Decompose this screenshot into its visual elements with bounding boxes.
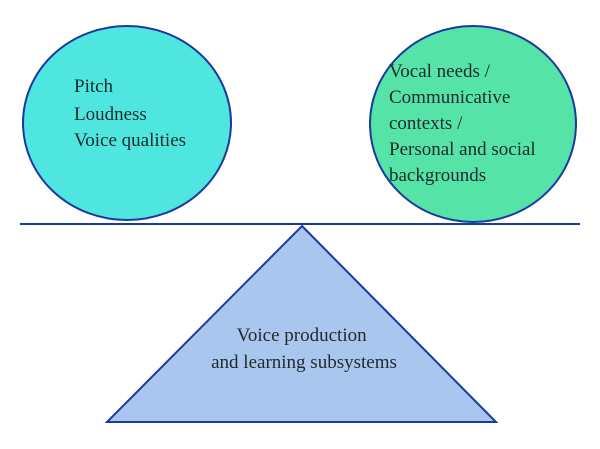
left-circle-line: Voice qualities: [74, 130, 186, 151]
right-circle-line: Communicative: [389, 87, 510, 108]
left-circle-line: Loudness: [74, 104, 147, 125]
right-circle-line: contexts /: [389, 113, 463, 134]
triangle-line: and learning subsystems: [211, 352, 397, 373]
left-circle: [22, 25, 232, 221]
right-circle-line: Personal and social: [389, 139, 536, 160]
fulcrum-triangle: [104, 224, 499, 423]
right-circle-text: Vocal needs / Communicative contexts / P…: [389, 61, 540, 186]
left-circle-text: Pitch Loudness Voice qualities: [74, 76, 186, 151]
triangle-text: Voice production and learning subsystems: [211, 325, 397, 373]
right-circle: [369, 25, 577, 223]
right-circle-line: backgrounds: [389, 165, 486, 186]
right-circle-line: Vocal needs /: [389, 61, 491, 82]
left-circle-line: Pitch: [74, 76, 114, 97]
triangle-line: Voice production: [237, 325, 367, 346]
